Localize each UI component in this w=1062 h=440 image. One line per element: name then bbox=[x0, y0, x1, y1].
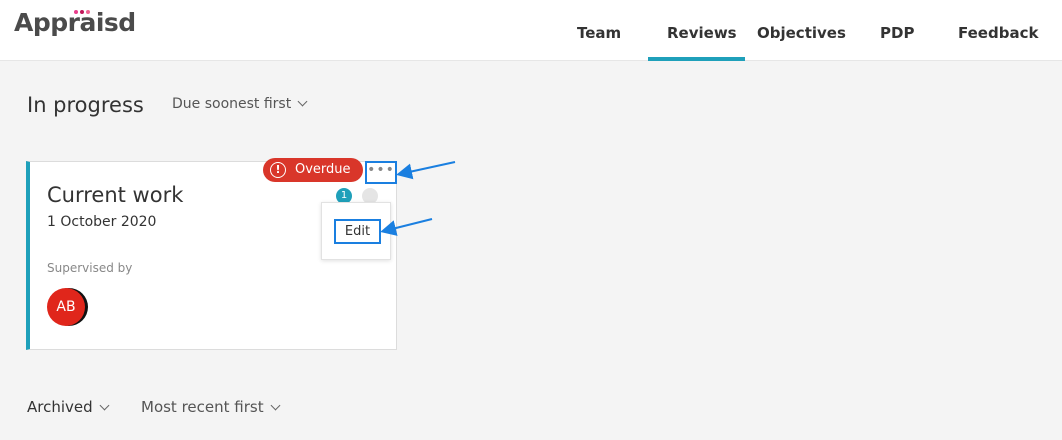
nav-feedback[interactable]: Feedback bbox=[958, 24, 1039, 42]
nav-pdp[interactable]: PDP bbox=[880, 24, 915, 42]
options-menu: Edit bbox=[321, 202, 391, 260]
count-badge: 1 bbox=[336, 188, 352, 204]
status-circle-icon bbox=[362, 188, 378, 204]
nav-objectives[interactable]: Objectives bbox=[757, 24, 846, 42]
logo-dots-icon bbox=[68, 10, 94, 20]
alert-icon: ! bbox=[270, 162, 286, 178]
top-header: Appraisd Team Reviews Objectives PDP Fee… bbox=[0, 0, 1062, 61]
main-nav: Team Reviews Objectives PDP Feedback bbox=[0, 0, 1062, 61]
chevron-down-icon bbox=[99, 400, 110, 411]
nav-reviews[interactable]: Reviews bbox=[667, 24, 737, 42]
supervised-by-label: Supervised by bbox=[47, 261, 133, 275]
more-options-button[interactable]: ••• bbox=[365, 161, 397, 184]
archived-sort-label: Most recent first bbox=[141, 398, 264, 416]
chevron-down-icon bbox=[270, 400, 281, 411]
sort-label: Due soonest first bbox=[172, 96, 292, 112]
in-progress-heading: In progress bbox=[27, 93, 144, 117]
in-progress-sort-dropdown[interactable]: Due soonest first bbox=[172, 96, 308, 112]
edit-menu-item[interactable]: Edit bbox=[334, 219, 381, 244]
review-date: 1 October 2020 bbox=[47, 214, 157, 230]
overdue-label: Overdue bbox=[295, 162, 351, 177]
overdue-badge: ! Overdue bbox=[263, 158, 363, 182]
archived-label: Archived bbox=[27, 398, 93, 416]
archived-dropdown[interactable]: Archived bbox=[27, 398, 110, 416]
nav-team[interactable]: Team bbox=[577, 24, 622, 42]
supervisor-avatar[interactable]: AB bbox=[47, 288, 85, 326]
review-title: Current work bbox=[47, 183, 184, 207]
chevron-down-icon bbox=[297, 96, 308, 107]
archived-sort-dropdown[interactable]: Most recent first bbox=[141, 398, 281, 416]
nav-active-indicator bbox=[648, 57, 745, 61]
arrow-to-more-icon bbox=[396, 161, 456, 180]
